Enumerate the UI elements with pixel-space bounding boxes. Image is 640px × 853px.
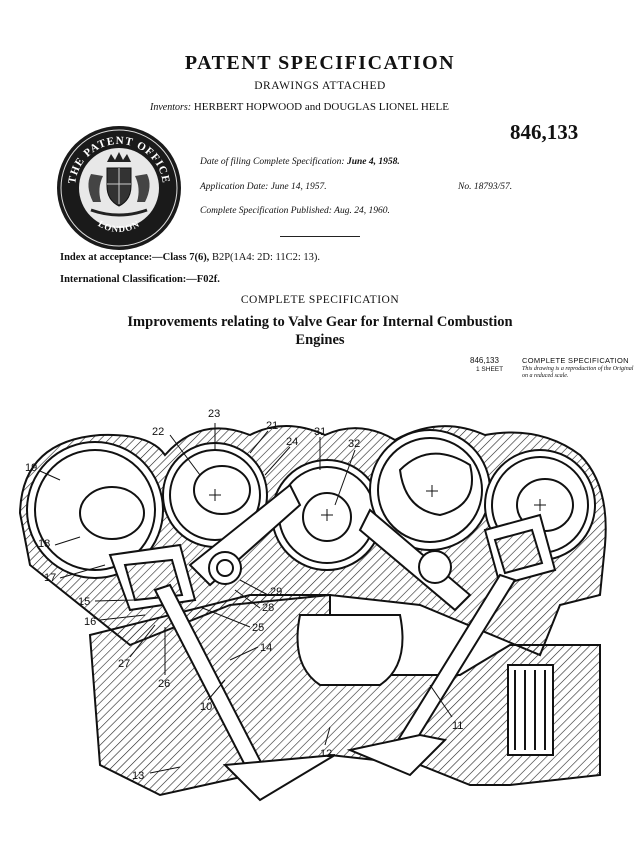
filing-date-value: June 4, 1958.	[346, 157, 400, 167]
sheet-patent-number: 846,133	[470, 356, 499, 365]
svg-text:LONDON: LONDON	[97, 219, 142, 235]
application-date-label: Application Date:	[200, 182, 269, 192]
inventors-line: Inventors: HERBERT HOPWOOD and DOUGLAS L…	[150, 101, 449, 113]
index-value: B2P(1A4: 2D: 11C2: 13).	[211, 252, 321, 263]
application-date-line: Application Date: June 14, 1957.	[200, 182, 327, 192]
seal-bottom-text: LONDON	[97, 219, 141, 235]
specification-title-line2: Engines	[295, 332, 345, 348]
drawing-label: 12	[320, 748, 332, 760]
filing-date-label: Date of filing Complete Specification:	[200, 157, 345, 167]
patent-office-seal-icon: THE PATENT OFFICE LONDON	[57, 126, 181, 250]
filing-date-line: Date of filing Complete Specification: J…	[200, 157, 400, 167]
divider-rule	[280, 236, 360, 237]
drawing-label: 25	[252, 622, 264, 634]
drawing-label: 13	[132, 770, 144, 782]
drawing-reference-numerals: 23 22 21 24 31 32 19 18 17 15 16 27 26 2…	[25, 408, 463, 782]
application-date-value: June 14, 1957.	[270, 182, 327, 192]
drawing-label: 26	[158, 678, 170, 690]
published-date-line: Complete Specification Published: Aug. 2…	[200, 206, 390, 216]
drawing-label: 10	[200, 701, 212, 713]
drawing-label: 21	[266, 420, 278, 432]
drawing-label: 31	[314, 426, 326, 438]
international-classification: International Classification:—F02f.	[60, 274, 220, 285]
drawing-label: 22	[152, 426, 164, 438]
drawing-label: 29	[270, 586, 282, 598]
sheet-count: 1 SHEET	[476, 366, 504, 373]
complete-specification-label: COMPLETE SPECIFICATION	[240, 294, 400, 306]
inventors-label: Inventors:	[150, 102, 192, 113]
published-date-label: Complete Specification Published:	[200, 206, 332, 216]
drawing-label: 17	[44, 572, 56, 584]
drawing-label: 15	[78, 596, 90, 608]
index-at-acceptance: Index at acceptance:—Class 7(6), B2P(1A4…	[60, 252, 320, 263]
drawing-label: 23	[208, 408, 220, 420]
drawing-label: 16	[84, 616, 96, 628]
intl-label: International Classification:—F02f.	[60, 274, 220, 285]
drawing-label: 14	[260, 642, 272, 654]
drawing-label: 19	[25, 462, 37, 474]
sheet-spec-label: COMPLETE SPECIFICATION	[522, 356, 629, 365]
drawing-label: 24	[286, 436, 298, 448]
drawing-label: 32	[348, 438, 360, 450]
patent-title: PATENT SPECIFICATION	[184, 52, 456, 74]
application-number: No. 18793/57.	[458, 182, 513, 192]
patent-number: 846,133	[510, 120, 579, 144]
drawings-attached-label: DRAWINGS ATTACHED	[254, 80, 386, 92]
sheet-reduction-note: This drawing is a reproduction of the Or…	[522, 366, 634, 379]
drawing-label: 18	[38, 538, 50, 550]
published-date-value: Aug. 24, 1960.	[334, 206, 390, 216]
valve-gear-cross-section-drawing: 23 22 21 24 31 32 19 18 17 15 16 27 26 2…	[18, 408, 607, 802]
drawing-label: 11	[452, 720, 463, 732]
drawing-label: 28	[262, 602, 274, 614]
drawing-label: 27	[118, 658, 130, 670]
inventors-names: HERBERT HOPWOOD and DOUGLAS LIONEL HELE	[193, 101, 449, 113]
index-label: Index at acceptance:—Class 7(6),	[60, 252, 210, 263]
specification-title-line1: Improvements relating to Valve Gear for …	[127, 314, 513, 330]
